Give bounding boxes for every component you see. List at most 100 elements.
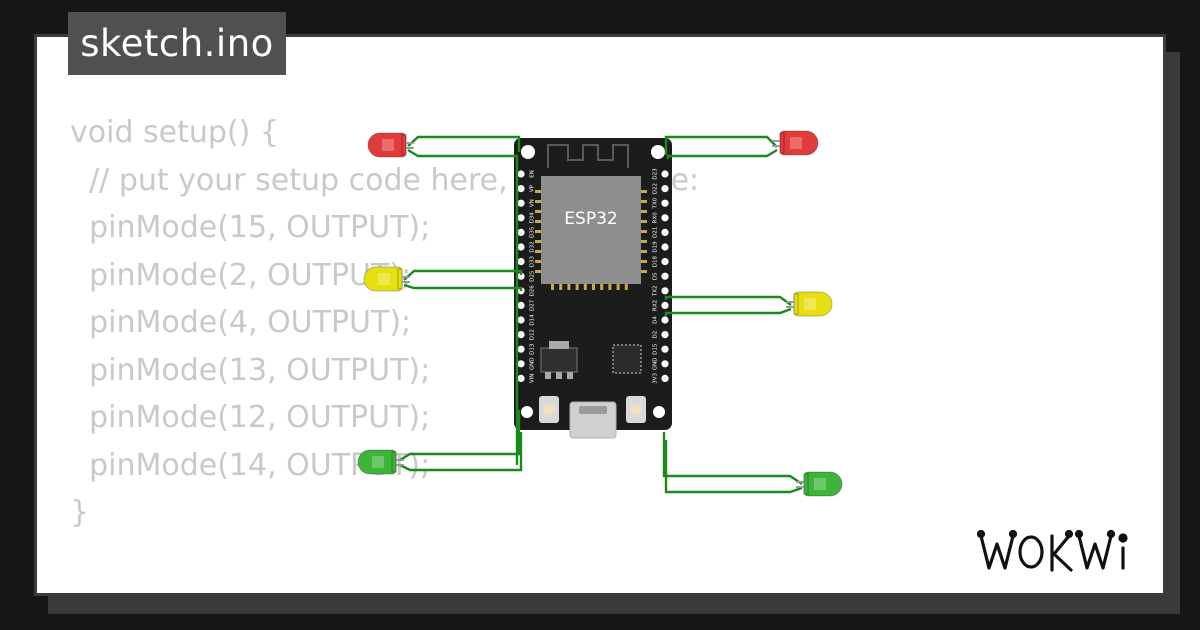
pin-label: D19	[653, 241, 659, 253]
pin-label: D23	[653, 168, 659, 180]
mounting-hole	[521, 145, 535, 159]
pin-label: D22	[653, 183, 659, 194]
chip-pin	[559, 284, 563, 290]
pin-hole[interactable]	[517, 345, 525, 353]
pin-hole[interactable]	[517, 258, 525, 266]
boot-button[interactable]	[539, 396, 559, 423]
esp32-chip: ESP32	[535, 176, 647, 284]
pin-hole[interactable]	[517, 272, 525, 280]
code-line: pinMode(12, OUTPUT);	[70, 400, 431, 435]
pin-label: D5	[653, 272, 659, 280]
chip-pin	[535, 250, 541, 253]
pin-hole[interactable]	[517, 374, 525, 382]
pin-hole[interactable]	[661, 185, 669, 193]
pin-hole[interactable]	[661, 374, 669, 382]
pin-label: VP	[530, 184, 536, 192]
pin-label: 3V3	[653, 373, 659, 384]
chip-pin	[641, 190, 647, 193]
code-line: pinMode(14, OUTPUT);	[70, 447, 431, 483]
pin-hole[interactable]	[661, 258, 669, 266]
pin-label: EN	[530, 170, 536, 178]
right-pin-header	[661, 170, 669, 382]
pin-hole[interactable]	[661, 301, 669, 309]
chip-pin	[535, 270, 541, 273]
pin-label: TX2	[653, 285, 659, 297]
led-red-left[interactable]	[367, 132, 414, 158]
mounting-hole	[521, 406, 533, 418]
code-line: void setup() {	[70, 115, 279, 150]
pin-label: TX0	[653, 197, 659, 209]
pin-hole[interactable]	[517, 170, 525, 178]
led-yellow-right[interactable]	[786, 291, 833, 317]
pin-label: D14	[530, 314, 536, 326]
chip-label: ESP32	[564, 209, 617, 229]
mounting-hole	[651, 145, 665, 159]
pin-hole[interactable]	[661, 243, 669, 251]
pin-label: D2	[653, 331, 659, 339]
pin-hole[interactable]	[661, 228, 669, 236]
led-green-right[interactable]	[796, 471, 843, 497]
code-line: }	[70, 495, 90, 530]
pin-hole[interactable]	[517, 185, 525, 193]
pin-hole[interactable]	[517, 301, 525, 309]
chip-pin	[641, 260, 647, 263]
voltage-regulator	[540, 341, 578, 379]
pin-hole[interactable]	[517, 243, 525, 251]
wire	[664, 295, 792, 306]
pin-hole[interactable]	[661, 331, 669, 339]
pin-hole[interactable]	[517, 214, 525, 222]
pin-hole[interactable]	[517, 360, 525, 368]
pin-label: RX2	[653, 300, 659, 311]
chip-pin	[583, 284, 587, 290]
wire	[666, 148, 778, 159]
chip-pin	[592, 284, 595, 290]
pin-hole[interactable]	[517, 228, 525, 236]
pin-hole[interactable]	[661, 272, 669, 280]
left-pin-labels: ENVPVND34D35D32D33D25D26D27D14D12D13GNDV…	[530, 170, 536, 383]
chip-pin	[535, 260, 541, 263]
led-green-left[interactable]	[357, 449, 404, 475]
pin-hole[interactable]	[517, 316, 525, 324]
code-line: pinMode(13, OUTPUT);	[70, 352, 431, 388]
led-red-right[interactable]	[772, 130, 819, 156]
pin-hole[interactable]	[661, 345, 669, 353]
wire	[399, 410, 521, 462]
chip-pin	[600, 284, 604, 290]
pin-hole[interactable]	[517, 199, 525, 207]
pin-label: D34	[530, 212, 536, 224]
esp32-board[interactable]: ESP32 ENVPVND34D35D32D33D25D26D27D14D12D…	[514, 138, 672, 439]
left-pin-header	[517, 170, 525, 382]
pin-label: D33	[530, 255, 536, 267]
pin-hole[interactable]	[661, 199, 669, 207]
pin-hole[interactable]	[517, 331, 525, 339]
chip-pin	[535, 190, 541, 193]
pin-label: GND	[530, 357, 536, 370]
pin-label: D25	[530, 270, 536, 282]
pin-label: VIN	[530, 374, 536, 384]
wokwi-logo	[977, 529, 1128, 572]
chip-pads	[551, 284, 628, 290]
pin-hole[interactable]	[661, 316, 669, 324]
file-tab[interactable]: sketch.ino	[68, 12, 286, 75]
pin-label: D4	[653, 316, 659, 324]
reset-button[interactable]	[626, 396, 646, 423]
pin-hole[interactable]	[661, 360, 669, 368]
pin-hole[interactable]	[661, 287, 669, 295]
code-line: pinMode(15, OUTPUT);	[70, 210, 431, 245]
wire	[662, 432, 803, 485]
chip-pin	[535, 220, 541, 223]
pin-hole[interactable]	[661, 214, 669, 222]
pin-label: D18	[653, 255, 659, 267]
pin-label: D32	[530, 241, 536, 252]
chip-pin	[641, 270, 647, 273]
chip-pin	[641, 250, 647, 253]
pin-label: RX0	[653, 212, 659, 224]
wire	[664, 135, 778, 155]
chip-pin	[535, 210, 541, 213]
code-line: pinMode(4, OUTPUT);	[70, 305, 412, 340]
chip-pin	[616, 284, 620, 290]
led-yellow-left[interactable]	[363, 266, 410, 292]
chip-pin	[535, 240, 541, 243]
pin-hole[interactable]	[661, 170, 669, 178]
pin-label: D26	[530, 285, 536, 297]
